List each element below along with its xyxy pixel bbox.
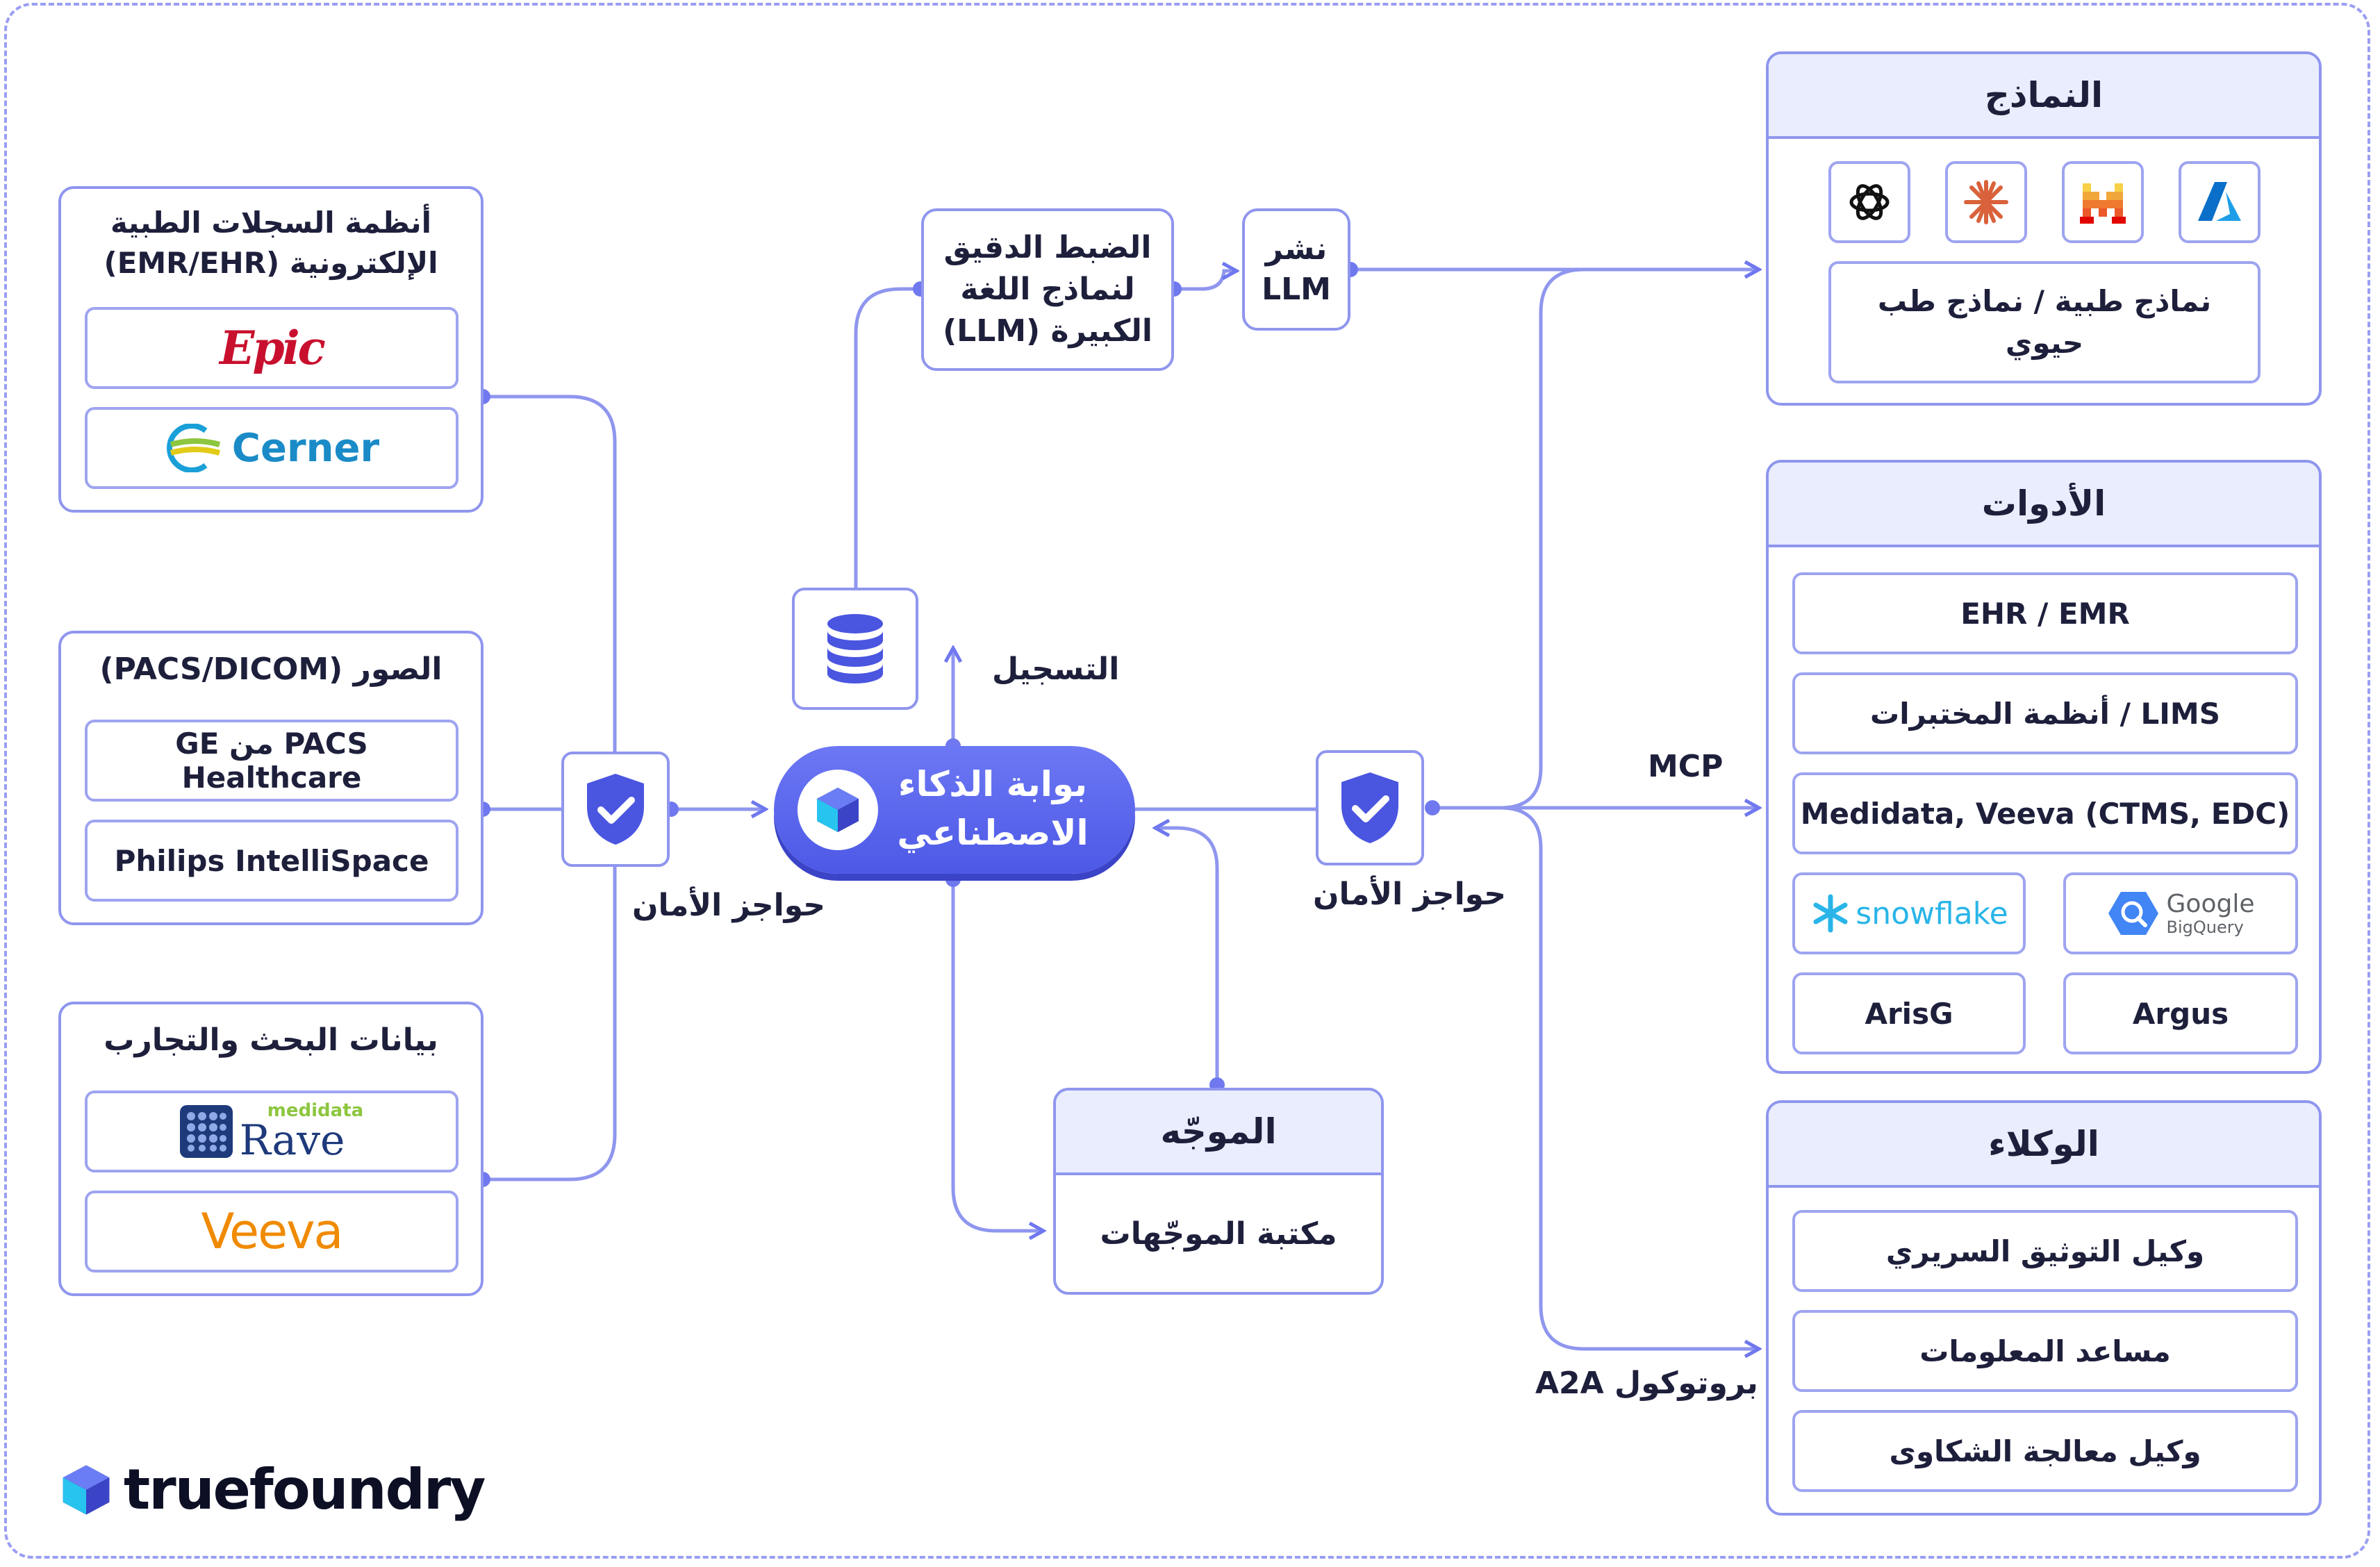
brand-name: truefoundry [124,1457,486,1522]
research-title: بيانات البحث والتجارب [104,1022,438,1058]
bigquery-text: BigQuery [2166,917,2244,937]
guard-to-agents-wire [1432,806,1758,1349]
deploy-box: نشر LLM [1242,208,1350,331]
shield-check-icon [1341,772,1398,843]
tool-ehr-emr: EHR / EMR [1792,572,2298,654]
db-to-finetune-wire [854,287,920,588]
emr-wire [483,395,617,764]
research-wire [483,854,617,1182]
finetune-to-deploy-wire [1174,271,1235,291]
brand-logo: truefoundry [58,1457,486,1522]
tool-arisg: ArisG [1792,972,2026,1054]
anthropic-icon[interactable] [1945,161,2027,243]
truefoundry-cube-icon [63,1464,110,1515]
imaging-title: الصور (PACS/DICOM) [99,652,443,687]
emr-group: أنظمة السجلات الطبية الإلكترونية (EMR/EH… [58,186,484,513]
snowflake-icon [1813,894,1848,933]
philips-item: Philips IntelliSpace [85,820,458,902]
prompt-library-label: مكتبة الموجّهات [1100,1216,1337,1252]
dashed-frame [4,3,2370,1559]
guard-to-models-wire [1432,270,1758,810]
tool-snowflake: snowflake [1792,872,2026,954]
openai-icon[interactable] [1828,161,1910,243]
tool-lims: LIMS / أنظمة المختبرات [1792,672,2298,754]
guard-right-port [1425,800,1440,815]
gateway-bottom-port [945,872,961,887]
ge-pacs-item: PACS من GE Healthcare [85,720,458,802]
guardrail-left-label: حواجز الأمان [632,888,825,923]
agent-complaints: وكيل معالجة الشكاوى [1792,1410,2298,1492]
logging-label: التسجيل [992,652,1120,687]
agents-group: الوكلاء وكيل التوثيق السريري مساعد المعل… [1766,1100,2322,1516]
emr-title: أنظمة السجلات الطبية الإلكترونية (EMR/EH… [104,206,438,280]
database-icon [827,614,883,683]
tools-group: الأدوات EHR / EMR LIMS / أنظمة المختبرات… [1766,460,2322,1074]
guardrail-left[interactable] [561,752,670,867]
gateway-logo-circle [798,770,878,850]
imaging-group: الصور (PACS/DICOM) PACS من GE Healthcare… [58,631,484,925]
finetune-label: الضبط الدقيق لنماذج اللغة الكبيرة (LLM) [943,230,1152,349]
deploy-label: نشر LLM [1262,231,1331,307]
prompt-to-gateway-wire [1157,828,1219,1085]
mistral-icon[interactable] [2062,161,2144,243]
rave-big-text: Rave [239,1116,345,1165]
cerner-icon [167,424,221,472]
models-group: النماذج [1766,51,2322,406]
medical-models-item: نماذج طبية / نماذج طب حيوي [1828,261,2261,383]
shield-check-icon [587,774,644,845]
models-title: النماذج [1769,54,2319,139]
tool-medidata-veeva: Medidata, Veeva (CTMS, EDC) [1792,772,2298,854]
bigquery-icon [2108,892,2158,935]
mcp-label: MCP [1648,749,1724,784]
google-text: Google [2166,890,2255,918]
ai-gateway[interactable]: بوابة الذكاء الاصطناعي [774,746,1135,874]
epic-logo: Epic [85,307,458,389]
rave-small-text: medidata [267,1100,364,1121]
veeva-logo: Veeva [85,1191,458,1272]
tools-title: الأدوات [1769,463,2319,547]
guardrail-right-label: حواجز الأمان [1313,877,1506,912]
azure-icon[interactable] [2179,161,2261,243]
cerner-logo: Cerner [85,407,458,489]
medidata-rave-logo: medidata Rave [85,1091,458,1172]
tool-bigquery: Google BigQuery [2063,872,2298,954]
gateway-label: بوابة الذكاء الاصطناعي [897,764,1089,853]
prompt-group: الموجّه مكتبة الموجّهات [1053,1088,1384,1295]
gateway-to-library-wire [951,879,1042,1231]
agent-clinical-doc: وكيل التوثيق السريري [1792,1210,2298,1292]
research-group: بيانات البحث والتجارب medidata Rave Veev… [58,1002,484,1296]
agents-title: الوكلاء [1769,1103,2319,1188]
a2a-label: بروتوكول A2A [1535,1366,1758,1401]
tool-argus: Argus [2063,972,2298,1054]
finetune-box: الضبط الدقيق لنماذج اللغة الكبيرة (LLM) [921,208,1174,371]
agent-info-assistant: مساعد المعلومات [1792,1310,2298,1392]
prompt-title: الموجّه [1056,1091,1381,1175]
truefoundry-cube-icon [817,788,859,832]
guardrail-right[interactable] [1316,750,1424,865]
logging-db [792,588,918,710]
rave-grid-icon [179,1105,233,1158]
